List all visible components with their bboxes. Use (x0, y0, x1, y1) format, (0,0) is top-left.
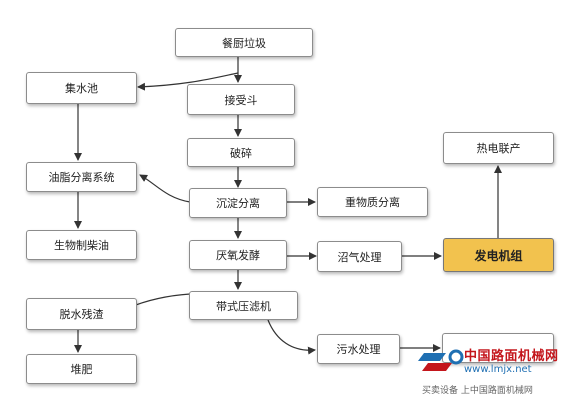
node-receiving-hopper: 接受斗 (187, 84, 295, 115)
node-belt-filter: 带式压滤机 (189, 291, 298, 320)
node-biodiesel: 生物制柴油 (26, 230, 137, 260)
node-heavy-separation-label: 重物质分离 (345, 196, 400, 209)
node-anaerobic: 厌氧发酵 (189, 240, 287, 270)
node-kitchen-waste-label: 餐厨垃圾 (222, 36, 266, 50)
watermark (418, 341, 575, 400)
node-biogas-label: 沼气处理 (337, 250, 382, 264)
node-dewatered-residue: 脱水残渣 (26, 298, 137, 330)
node-oil-separation-label: 油脂分离系统 (48, 171, 115, 184)
node-heavy-separation: 重物质分离 (317, 187, 428, 217)
node-water-tank: 集水池 (26, 72, 137, 104)
node-chp-label: 热电联产 (476, 142, 521, 155)
node-anaerobic-label: 厌氧发酵 (216, 249, 260, 262)
watermark-url: www.lmjx.net (464, 364, 532, 375)
node-receiving-hopper-label: 接受斗 (224, 93, 258, 107)
node-kitchen-waste: 餐厨垃圾 (175, 28, 313, 57)
node-biodiesel-label: 生物制柴油 (54, 239, 109, 252)
node-dewatered-residue-label: 脱水残渣 (59, 308, 104, 321)
node-water-tank-label: 集水池 (65, 82, 98, 95)
node-crushing: 破碎 (187, 138, 295, 167)
node-wastewater-label: 污水处理 (336, 343, 381, 356)
watermark-logo-icon (418, 349, 464, 371)
edge-beltfilter-to-residue (127, 293, 191, 310)
node-wastewater: 污水处理 (317, 334, 400, 364)
node-sedimentation: 沉淀分离 (189, 188, 287, 218)
watermark-title: 中国路面机械网 (464, 349, 559, 364)
node-belt-filter-label: 带式压滤机 (216, 299, 271, 313)
node-generator-label: 发电机组 (474, 248, 523, 263)
node-crushing-label: 破碎 (230, 146, 252, 160)
edge-hopper-to-tank (137, 72, 239, 91)
node-chp: 热电联产 (443, 132, 554, 164)
node-oil-separation: 油脂分离系统 (26, 162, 137, 192)
node-sedimentation-label: 沉淀分离 (216, 197, 260, 210)
edge-sedimentation-to-oil (139, 174, 191, 203)
node-generator: 发电机组 (443, 238, 554, 272)
edge-beltfilter-to-wastewater (267, 319, 316, 355)
node-biogas: 沼气处理 (317, 241, 402, 272)
node-compost: 堆肥 (26, 354, 137, 384)
watermark-tagline: 买卖设备 上中国路面机械网 (422, 386, 533, 396)
node-compost-label: 堆肥 (70, 363, 93, 376)
